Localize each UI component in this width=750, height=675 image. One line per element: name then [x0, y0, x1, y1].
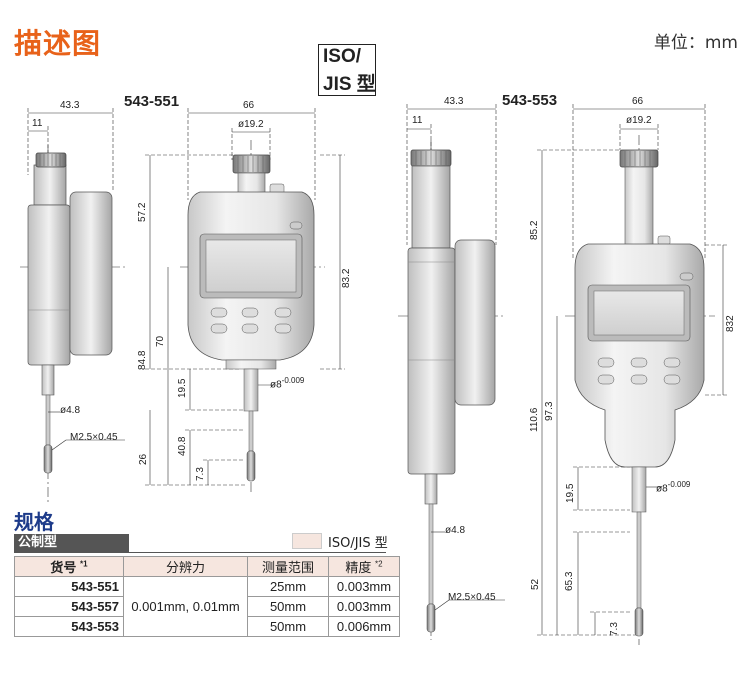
model-label-right: 543-553 — [502, 92, 558, 109]
dim-left-h19: 19.5 — [177, 378, 188, 398]
spec-header-row: 货号 *1 分辨力 测量范围 精度 *2 — [14, 556, 400, 577]
dim-right-dia-19: ø19.2 — [626, 115, 652, 126]
model-label-left: 543-551 — [124, 93, 180, 110]
dim-right-width-66: 66 — [632, 96, 644, 107]
iso-legend-label: ISO/JIS 型 — [328, 536, 388, 551]
dim-right-h110: 110.6 — [529, 407, 540, 432]
spec-table: 货号 *1 分辨力 测量范围 精度 *2 543-551 0.001mm, 0.… — [14, 556, 400, 637]
row-range: 50mm — [247, 596, 329, 617]
dim-right-h52: 52 — [530, 578, 541, 590]
dim-left-dia-8: ø8-0.009 — [270, 376, 305, 391]
dim-left-thread: M2.5×0.45 — [70, 432, 118, 443]
dim-left-width-11: 11 — [32, 118, 43, 129]
dim-left-h83: 83.2 — [341, 268, 352, 288]
iso-jis-badge — [318, 44, 376, 96]
dim-left-h40: 40.8 — [177, 436, 188, 456]
dim-left-h84: 84.8 — [137, 350, 148, 370]
dim-left-h70: 70 — [155, 335, 166, 347]
header-resolution: 分辨力 — [123, 556, 248, 577]
dim-right-h97: 97.3 — [544, 401, 555, 421]
dim-right-h73: 7.3 — [609, 622, 620, 636]
header-accuracy: 精度 *2 — [328, 556, 400, 577]
table-row: 543-557 50mm 0.003mm — [14, 596, 400, 617]
dim-left-h26: 26 — [138, 453, 149, 465]
dim-right-h85: 85.2 — [529, 220, 540, 240]
row-range: 25mm — [247, 576, 329, 597]
dim-left-dia-19: ø19.2 — [238, 119, 264, 130]
row-code: 543-551 — [14, 576, 124, 597]
row-code: 543-557 — [14, 596, 124, 617]
metric-label: 公制型 — [18, 535, 58, 550]
dim-left-dia-48: ø4.8 — [60, 405, 81, 416]
row-range: 50mm — [247, 616, 329, 637]
iso-badge-line2: JIS 型 — [323, 74, 376, 95]
dim-right-width-11: 11 — [412, 115, 423, 126]
table-row: 543-553 50mm 0.006mm — [14, 616, 400, 637]
dim-left-width-66: 66 — [243, 100, 255, 111]
row-accuracy: 0.003mm — [328, 596, 400, 617]
unit-label: 单位：mm — [653, 33, 738, 53]
dim-right-h83: 832 — [725, 315, 736, 332]
iso-legend-swatch — [292, 533, 322, 549]
dim-right-thread: M2.5×0.45 — [448, 592, 496, 603]
dim-right-width-43: 43.3 — [444, 96, 464, 107]
metric-header-bar — [14, 534, 129, 552]
header-code: 货号 *1 — [14, 556, 124, 577]
dim-left-h73: 7.3 — [195, 467, 206, 481]
dim-left-h57: 57.2 — [137, 202, 148, 222]
table-row: 543-551 0.001mm, 0.01mm 25mm 0.003mm — [14, 576, 400, 637]
dim-right-dia-48: ø4.8 — [445, 525, 466, 536]
row-accuracy: 0.003mm — [328, 576, 400, 597]
row-resolution: 0.001mm, 0.01mm — [123, 576, 248, 637]
spec-title: 规格 — [14, 510, 54, 534]
dim-right-dia-8: ø8-0.009 — [656, 480, 691, 495]
header-range: 测量范围 — [247, 556, 329, 577]
dim-right-h19: 19.5 — [565, 483, 576, 503]
dim-right-h65: 65.3 — [564, 571, 575, 591]
metric-divider — [14, 552, 386, 553]
row-accuracy: 0.006mm — [328, 616, 400, 637]
iso-badge-line1: ISO/ — [323, 46, 362, 67]
dim-left-width-43: 43.3 — [60, 100, 80, 111]
row-code: 543-553 — [14, 616, 124, 637]
page-title: 描述图 — [14, 27, 102, 60]
